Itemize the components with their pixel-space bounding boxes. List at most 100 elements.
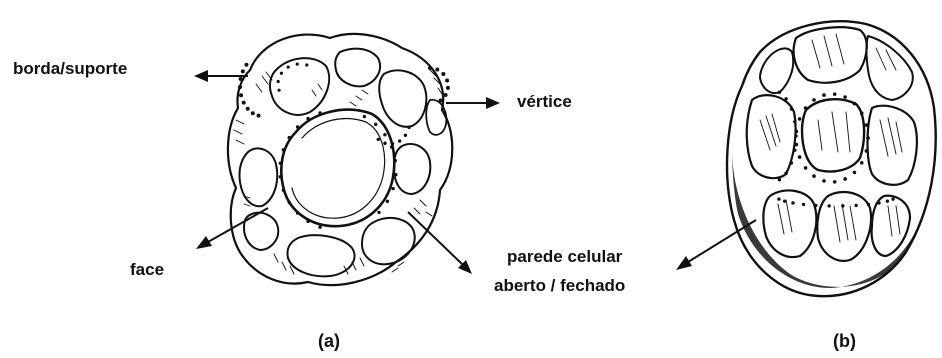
stipple-dot: [251, 111, 255, 115]
stipple-dot: [853, 102, 857, 106]
stipple-dot: [296, 63, 299, 66]
stipple-dot: [791, 201, 794, 204]
stipple-dot: [280, 72, 283, 75]
stipple-dot: [812, 98, 816, 102]
stipple-dot: [398, 139, 401, 142]
caption-closed-cell: (b): [833, 331, 856, 352]
stipple-dot: [296, 125, 299, 128]
stipple-dot: [843, 95, 847, 99]
stipple-dot: [804, 106, 808, 110]
arrow-vertex: [446, 97, 500, 109]
stipple-dot: [794, 134, 797, 137]
stipple-dot: [860, 161, 864, 165]
stipple-dot: [843, 177, 847, 181]
arrow-face: [196, 208, 268, 249]
stipple-dot: [833, 180, 837, 184]
stipple-dot: [239, 93, 243, 97]
stipple-dot: [812, 174, 816, 178]
stipple-dot: [795, 143, 799, 147]
stipple-dot: [318, 225, 321, 228]
stipple-dot: [288, 201, 291, 204]
stipple-dot: [242, 101, 246, 105]
stipple-dot: [866, 136, 870, 140]
stipple-dot: [798, 117, 802, 121]
stipple-dot: [296, 211, 299, 214]
stipple-dot: [277, 89, 280, 92]
stipple-dot: [277, 80, 280, 83]
stipple-dot: [306, 220, 309, 223]
stipple-dot: [783, 199, 786, 202]
stipple-dot: [784, 97, 787, 100]
stipple-dot: [404, 134, 407, 137]
stipple-dot: [833, 92, 837, 96]
stipple-dot: [795, 130, 799, 134]
caption-open-cell: (a): [318, 331, 340, 352]
stipple-dot: [394, 173, 397, 176]
stipple-dot: [428, 66, 432, 70]
stipple-dot: [288, 136, 291, 139]
annotation-arrows: [194, 70, 756, 274]
stipple-dot: [802, 203, 805, 206]
stipple-dot: [865, 149, 869, 153]
stipple-dot: [279, 161, 282, 164]
closed-cell-hatching: [760, 34, 902, 242]
stipple-dot: [305, 63, 308, 66]
stipple-dot: [383, 142, 386, 145]
stipple-dot: [822, 179, 826, 183]
stipple-dot: [804, 166, 808, 170]
stipple-dot: [318, 111, 321, 114]
stipple-dot: [383, 133, 386, 136]
stipple-dot: [886, 199, 889, 202]
stipple-dot: [391, 142, 394, 145]
stipple-dot: [854, 204, 857, 207]
stipple-dot: [257, 114, 261, 118]
stipple-dot: [238, 85, 242, 89]
stipple-dot: [793, 149, 796, 152]
stipple-dot: [444, 93, 448, 97]
stipple-dot: [446, 86, 450, 90]
stipple-dot: [391, 187, 394, 190]
stipple-dot: [377, 138, 380, 141]
stipple-dot: [244, 63, 248, 67]
stipple-dot: [784, 172, 787, 175]
label-vertex: vértice: [517, 92, 572, 112]
stipple-dot: [822, 93, 826, 97]
stipple-dot: [790, 107, 793, 110]
stipple-dot: [891, 197, 894, 200]
stipple-dot: [363, 115, 366, 118]
label-face: face: [130, 260, 164, 280]
stipple-dot: [246, 107, 250, 111]
stipple-dot: [777, 197, 780, 200]
stipple-dot: [814, 204, 817, 207]
label-cell-wall-line1: parede celular: [507, 247, 622, 267]
stipple-dot: [445, 78, 449, 82]
stipple-dot: [860, 111, 864, 115]
open-cell-structure: [228, 34, 452, 285]
stipple-dot: [439, 99, 443, 103]
stipple-dot: [841, 204, 844, 207]
stipple-dot: [282, 148, 285, 151]
stipple-dot: [435, 68, 439, 72]
stipple-dot: [853, 171, 857, 175]
stipple-dot: [867, 203, 870, 206]
stipple-dot: [386, 200, 389, 203]
stipple-dot: [865, 123, 869, 127]
stipple-dot: [827, 204, 830, 207]
stipple-dot: [287, 66, 290, 69]
stipple-dot: [282, 188, 285, 191]
stipple-dot: [798, 155, 802, 159]
closed-cell-structure: [727, 21, 936, 296]
label-cell-wall-line2: aberto / fechado: [494, 276, 625, 296]
stipple-dot: [394, 159, 397, 162]
stipple-dot: [306, 117, 309, 120]
stipple-dot: [790, 161, 793, 164]
strut-hatching: [234, 70, 442, 274]
stipple-dot: [778, 91, 781, 94]
label-edge-support: borda/suporte: [13, 59, 127, 79]
stipple-dot: [374, 123, 377, 126]
stipple-dot: [793, 120, 796, 123]
stipple-dot: [239, 77, 243, 81]
stipple-dot: [241, 69, 245, 73]
stipple-dot: [390, 145, 393, 148]
